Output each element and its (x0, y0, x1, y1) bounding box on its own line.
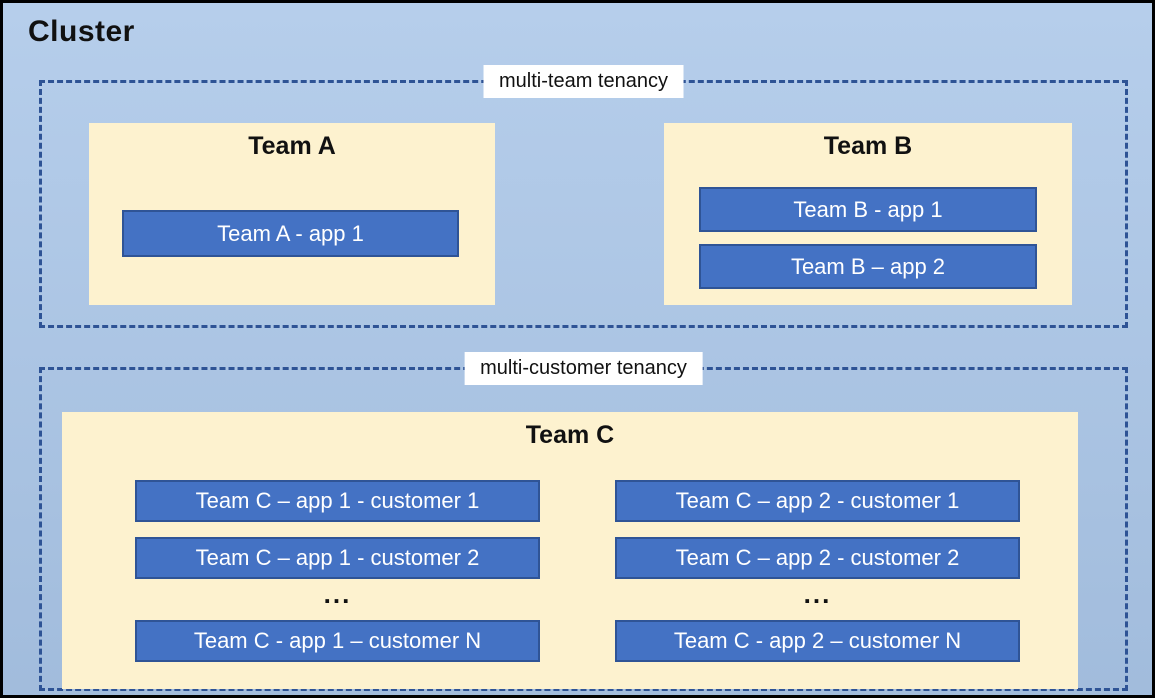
team-c-app-1-customer-2-box: Team C – app 1 - customer 2 (135, 537, 540, 579)
team-c-app-1-customer-n-box: Team C - app 1 – customer N (135, 620, 540, 662)
team-c-title: Team C (525, 421, 615, 449)
team-c-box: Team C Team C – app 1 - customer 1 Team … (62, 412, 1078, 689)
team-b-app-1-box: Team B - app 1 (699, 187, 1037, 232)
team-c-app-1-column: Team C – app 1 - customer 1 Team C – app… (135, 480, 540, 665)
team-a-title: Team A (248, 132, 336, 160)
team-c-app-2-customer-2-box: Team C – app 2 - customer 2 (615, 537, 1020, 579)
multi-team-tenancy-label: multi-team tenancy (483, 65, 684, 98)
multi-team-tenancy-box: multi-team tenancy Team A Team A - app 1… (39, 65, 1128, 328)
team-b-title: Team B (823, 132, 913, 160)
team-b-app-2-box: Team B – app 2 (699, 244, 1037, 289)
team-c-app-2-customer-1-box: Team C – app 2 - customer 1 (615, 480, 1020, 522)
multi-customer-tenancy-box: multi-customer tenancy Team C Team C – a… (39, 352, 1128, 691)
team-c-app-1-customer-1-box: Team C – app 1 - customer 1 (135, 480, 540, 522)
multi-customer-tenancy-label: multi-customer tenancy (464, 352, 703, 385)
team-b-box: Team B Team B - app 1 Team B – app 2 (664, 123, 1072, 305)
cluster-title: Cluster (28, 15, 135, 48)
team-c-app-1-ellipsis: ... (323, 579, 352, 609)
team-a-app-1-box: Team A - app 1 (122, 210, 459, 257)
team-a-box: Team A Team A - app 1 (89, 123, 495, 305)
team-c-app-2-ellipsis: ... (803, 579, 832, 609)
team-c-app-2-column: Team C – app 2 - customer 1 Team C – app… (615, 480, 1020, 665)
team-c-app-2-customer-n-box: Team C - app 2 – customer N (615, 620, 1020, 662)
